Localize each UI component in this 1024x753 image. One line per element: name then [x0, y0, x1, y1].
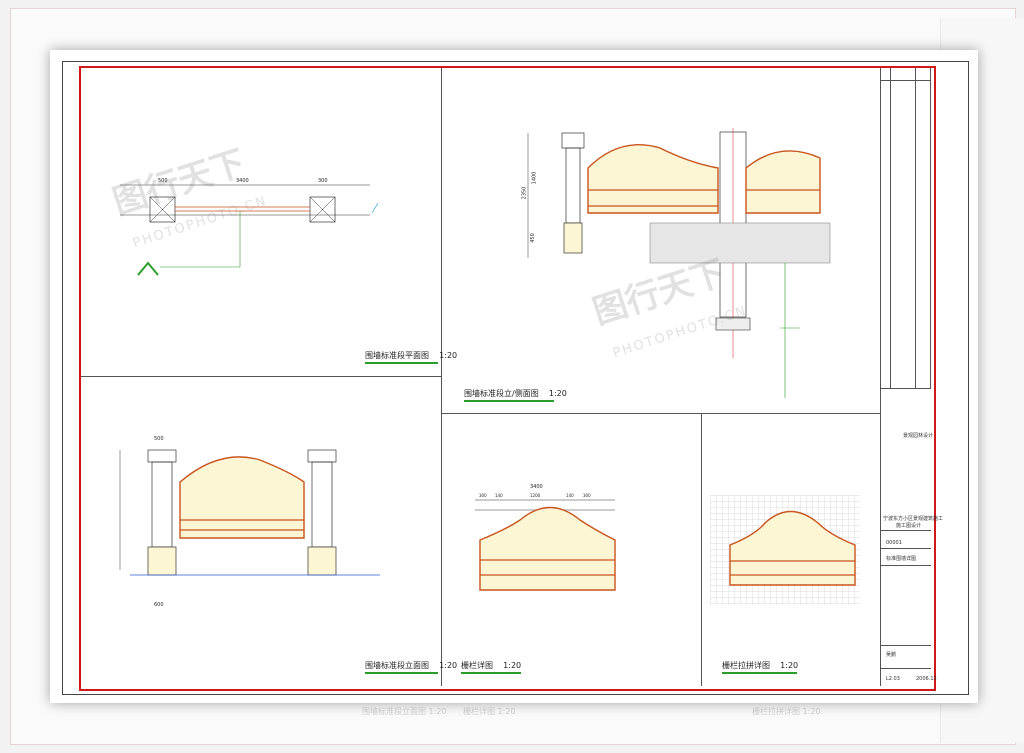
railing-title: 栅栏详图 1:20 [461, 661, 522, 670]
plan-drawing [120, 184, 379, 276]
section-title-underline [464, 400, 554, 402]
title-block-designer: 吴鹏 [886, 652, 897, 658]
section-drawing [527, 128, 831, 398]
title-block-line [880, 68, 881, 686]
drawing-sheet: 500 3400 300 围墙标准段平面图 1:20 2350 1400 450… [50, 50, 978, 703]
title-block-line [880, 80, 930, 81]
elevation-dim-top: 500 [154, 436, 164, 442]
plan-title: 围墙标准段平面图 1:20 [365, 351, 458, 360]
plan-dim-3: 300 [318, 178, 328, 184]
plan-title-underline [365, 362, 438, 364]
title-block-stage: 施工图设计 [896, 523, 922, 529]
elevation-drawing [119, 449, 380, 576]
section-dim-3: 450 [529, 233, 536, 243]
background-label-elevation: 围墙标准段立面图 1:20 [362, 707, 447, 716]
railing-drawing [475, 499, 616, 591]
plan-dim-2: 3400 [236, 178, 249, 184]
railing-title-underline [461, 672, 521, 674]
railing-dim-4: 140 [566, 493, 574, 498]
title-block-project: 宁波东方小区景观建筑施工 [883, 516, 944, 522]
divider-vertical-bottom [701, 413, 702, 686]
elevation-title: 围墙标准段立面图 1:20 [365, 661, 458, 670]
title-block-line [880, 548, 931, 549]
divider-horizontal-right [441, 413, 880, 414]
background-label-railing: 栅栏详图 1:20 [463, 707, 516, 716]
railing-dim-2: 140 [495, 493, 503, 498]
title-block-date: 2006.12 [916, 676, 937, 682]
title-block-drawing-no: 00001 [886, 540, 902, 546]
section-title: 围墙标准段立/侧面图 1:20 [464, 389, 567, 398]
title-block-line [880, 668, 931, 669]
divider-horizontal-left [81, 376, 441, 377]
title-block-sheet-title: 标准围墙详图 [886, 556, 917, 562]
elevation-title-underline [365, 672, 438, 674]
title-block-line [880, 388, 931, 389]
title-block-line [930, 68, 931, 388]
plan-dim-1: 500 [158, 178, 168, 184]
title-block-company: 景观园林设计 [903, 433, 934, 439]
divider-vertical-left [441, 68, 442, 686]
section-dim-2: 1400 [531, 171, 538, 185]
elevation-dim-bottom: 600 [154, 602, 164, 608]
railing-dim-1: 300 [479, 493, 487, 498]
title-block-line [880, 565, 931, 566]
sheet-border [62, 61, 969, 695]
background-label-paving: 栅栏拉拼详图 1:20 [752, 707, 821, 716]
railing-dim-3: 1200 [530, 493, 541, 498]
section-dim-1: 2350 [521, 186, 528, 200]
paving-grid-drawing [710, 495, 860, 605]
title-block-sheet-code: L2.03 [886, 676, 900, 682]
title-block-line [880, 645, 931, 646]
paving-title-underline [722, 672, 797, 674]
title-block-line [915, 68, 916, 388]
railing-dim-5: 300 [583, 493, 591, 498]
paving-title: 栅栏拉拼详图 1:20 [722, 661, 799, 670]
drawing-frame [79, 66, 936, 691]
railing-dim-total: 3400 [530, 484, 543, 490]
title-block-line [880, 530, 931, 531]
title-block-line [890, 68, 891, 388]
